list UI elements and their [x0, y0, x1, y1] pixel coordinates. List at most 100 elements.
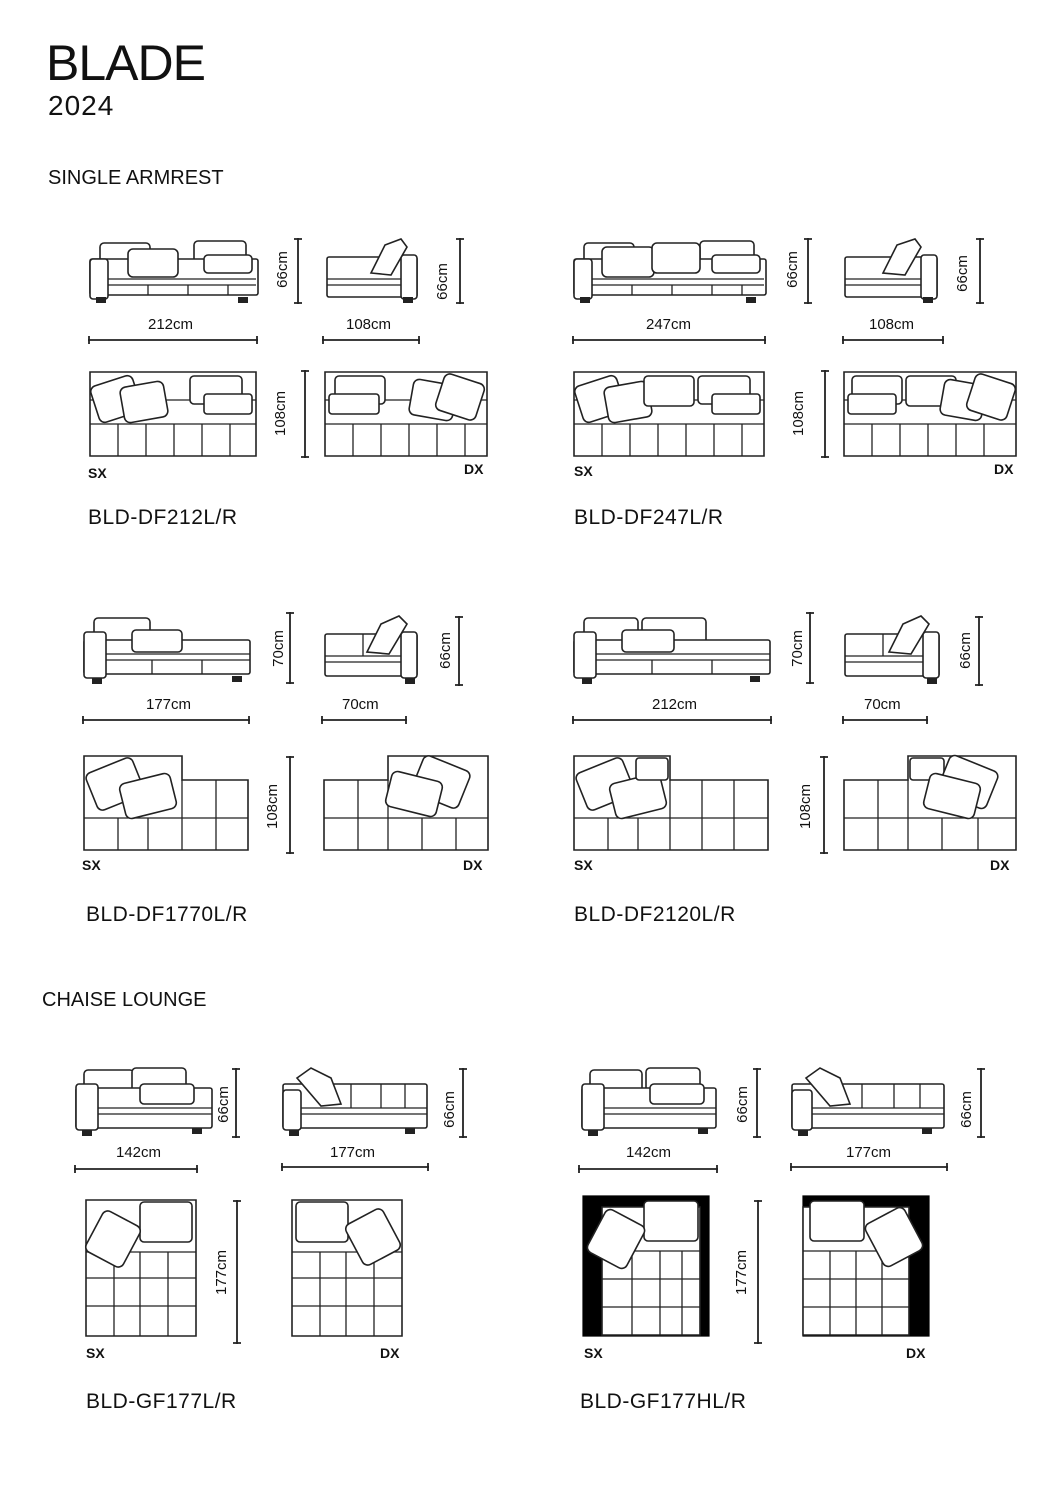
height-label: 66cm — [783, 251, 801, 288]
right-version-label: DX — [464, 461, 484, 477]
dimension-arrow-icon — [286, 612, 294, 684]
sofa-front-view-icon — [82, 612, 252, 684]
model-code: BLD-DF212L/R — [88, 506, 238, 529]
dimension-arrow-icon — [294, 238, 302, 304]
width-label: 142cm — [116, 1144, 162, 1161]
dimension-arrow-icon — [976, 238, 984, 304]
left-version-label: SX — [88, 465, 107, 481]
left-version-label: SX — [86, 1345, 105, 1361]
dimension-arrow-icon — [321, 716, 407, 724]
sofa-front-view-icon — [572, 612, 772, 684]
sofa-plan-view-left-icon — [582, 1195, 710, 1337]
dimension-arrow-icon — [820, 756, 828, 854]
dimension-arrow-icon — [821, 370, 829, 458]
left-version-label: SX — [574, 857, 593, 873]
width-label: 142cm — [626, 1144, 672, 1161]
dimension-arrow-icon — [88, 336, 258, 344]
dimension-arrow-icon — [975, 616, 983, 686]
dimension-arrow-icon — [286, 756, 294, 854]
dimension-arrow-icon — [842, 336, 944, 344]
dimension-arrow-icon — [572, 716, 772, 724]
model-code: BLD-GF177HL/R — [580, 1390, 747, 1413]
sofa-plan-view-right-icon — [842, 370, 1018, 458]
dimension-arrow-icon — [804, 238, 812, 304]
dimension-arrow-icon — [753, 1068, 761, 1138]
left-version-label: SX — [82, 857, 101, 873]
height-label: 70cm — [788, 630, 806, 667]
side-width-label: 108cm — [346, 316, 392, 333]
sofa-side-view-icon — [325, 235, 420, 303]
height-label: 70cm — [269, 630, 287, 667]
sofa-plan-view-right-icon — [802, 1195, 930, 1337]
side-height-label: 66cm — [957, 1091, 975, 1128]
width-label: 247cm — [646, 316, 692, 333]
dimension-arrow-icon — [790, 1163, 948, 1171]
dimension-arrow-icon — [572, 336, 766, 344]
sofa-plan-view-left-icon — [572, 370, 766, 458]
dimension-arrow-icon — [977, 1068, 985, 1138]
width-label: 177cm — [146, 696, 192, 713]
right-version-label: DX — [990, 857, 1010, 873]
dimension-arrow-icon — [281, 1163, 429, 1171]
brand-title: BLADE — [46, 35, 206, 91]
sofa-front-view-icon — [572, 235, 768, 303]
dimension-arrow-icon — [233, 1200, 241, 1344]
side-width-label: 177cm — [330, 1144, 376, 1161]
sofa-front-view-icon — [580, 1064, 718, 1136]
left-version-label: SX — [584, 1345, 603, 1361]
dimension-arrow-icon — [459, 1068, 467, 1138]
dimension-arrow-icon — [456, 238, 464, 304]
sofa-plan-view-right-icon — [842, 754, 1018, 852]
right-version-label: DX — [906, 1345, 926, 1361]
sofa-side-view-icon — [281, 1064, 429, 1136]
right-version-label: DX — [463, 857, 483, 873]
side-height-label: 66cm — [956, 632, 974, 669]
section-title-single-armrest: SINGLE ARMREST — [48, 167, 224, 189]
depth-label: 108cm — [272, 390, 290, 437]
right-version-label: DX — [994, 461, 1014, 477]
sofa-plan-view-right-icon — [290, 1198, 404, 1338]
depth-label: 108cm — [797, 783, 815, 830]
sofa-side-view-icon — [843, 612, 941, 684]
dimension-arrow-icon — [806, 612, 814, 684]
model-code: BLD-GF177L/R — [86, 1390, 237, 1413]
sofa-plan-view-right-icon — [323, 370, 489, 458]
dimension-arrow-icon — [455, 616, 463, 686]
left-version-label: SX — [574, 463, 593, 479]
height-label: 66cm — [733, 1086, 751, 1123]
dimension-arrow-icon — [578, 1165, 718, 1173]
dimension-arrow-icon — [754, 1200, 762, 1344]
model-code: BLD-DF2120L/R — [574, 903, 736, 926]
height-label: 66cm — [214, 1086, 232, 1123]
sofa-plan-view-left-icon — [82, 754, 250, 852]
depth-label: 177cm — [213, 1249, 231, 1296]
dimension-arrow-icon — [301, 370, 309, 458]
side-height-label: 66cm — [433, 263, 451, 300]
sofa-side-view-icon — [843, 235, 941, 303]
right-version-label: DX — [380, 1345, 400, 1361]
sofa-plan-view-left-icon — [84, 1198, 198, 1338]
height-label: 66cm — [273, 251, 291, 288]
width-label: 212cm — [652, 696, 698, 713]
sofa-plan-view-right-icon — [322, 754, 490, 852]
width-label: 212cm — [148, 316, 194, 333]
sofa-plan-view-left-icon — [572, 754, 770, 852]
side-height-label: 66cm — [953, 255, 971, 292]
sofa-front-view-icon — [88, 235, 260, 303]
depth-label: 108cm — [264, 783, 282, 830]
dimension-arrow-icon — [232, 1068, 240, 1138]
depth-label: 108cm — [790, 390, 808, 437]
sofa-plan-view-left-icon — [88, 370, 258, 458]
sofa-side-view-icon — [790, 1064, 946, 1136]
model-code: BLD-DF1770L/R — [86, 903, 248, 926]
side-height-label: 66cm — [440, 1091, 458, 1128]
dimension-arrow-icon — [74, 1165, 198, 1173]
collection-year: 2024 — [48, 90, 115, 121]
side-width-label: 108cm — [869, 316, 915, 333]
sofa-side-view-icon — [323, 612, 419, 684]
sofa-front-view-icon — [74, 1064, 214, 1136]
depth-label: 177cm — [733, 1249, 751, 1296]
dimension-arrow-icon — [842, 716, 928, 724]
model-code: BLD-DF247L/R — [574, 506, 724, 529]
side-width-label: 70cm — [864, 696, 901, 713]
